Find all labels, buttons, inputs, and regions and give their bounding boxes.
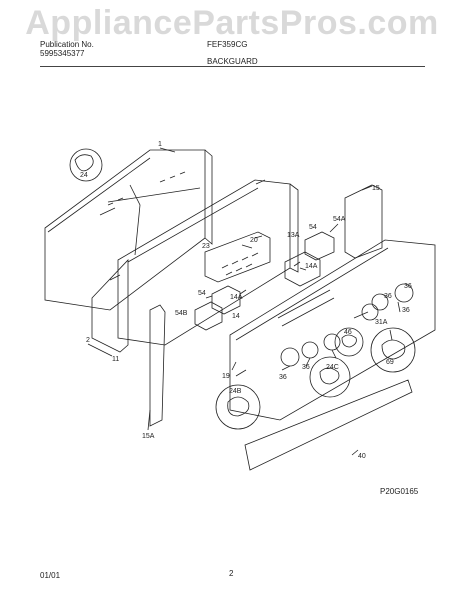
callout-36-d: 36 [404,283,412,290]
header-rule [40,66,425,67]
callout-14a-upper: 14A [305,263,318,270]
callout-14a-lower: 14A [230,294,243,301]
section-title: BACKGUARD [207,57,258,66]
callout-46: 46 [344,329,352,336]
bracket-15a-part [149,304,166,427]
callout-15a: 15A [142,433,155,440]
display-module-part [204,231,271,283]
callout-13a: 13A [287,232,300,239]
control-panel-part [117,179,291,346]
publication-number: 5995345377 [40,49,85,58]
callout-36-a: 36 [279,374,287,381]
callout-19: 19 [222,373,230,380]
model-number: FEF359CG [207,40,248,49]
watermark: AppliancePartsPros.com [25,4,439,42]
publication-block: Publication No. 5995345377 [40,40,94,58]
trim-40-part [244,379,413,471]
left-frame-part [91,258,129,353]
callout-40: 40 [358,453,366,460]
callout-20: 20 [250,237,258,244]
callout-23: 23 [202,243,210,250]
callout-2: 2 [86,337,90,344]
callout-14: 14 [232,313,240,320]
drawing-code: P20G0165 [380,487,419,496]
callout-15: 15 [372,185,380,192]
callout-24c: 24C [326,364,339,371]
callout-36-e: 36 [384,293,392,300]
publication-label: Publication No. [40,40,94,49]
bracket-15-part [344,184,383,259]
callout-labels: 1 24 2 11 15 54A 54 13A 20 23 14A 54 14A… [80,141,412,460]
callout-36-b: 36 [302,364,310,371]
callout-24: 24 [80,172,88,179]
front-panel-part [229,239,436,421]
callout-31a: 31A [375,319,388,326]
callout-54-top: 54 [309,224,317,231]
callout-69: 69 [386,359,394,366]
callout-1: 1 [158,141,162,148]
callout-36-c: 36 [402,307,410,314]
callout-54a: 54A [333,216,346,223]
callout-11: 11 [112,356,119,363]
callout-54-left: 54 [198,290,206,297]
footer-date: 01/01 [40,571,61,580]
page-number: 2 [229,569,234,578]
callout-24b: 24B [229,388,242,395]
callout-54b: 54B [175,310,188,317]
